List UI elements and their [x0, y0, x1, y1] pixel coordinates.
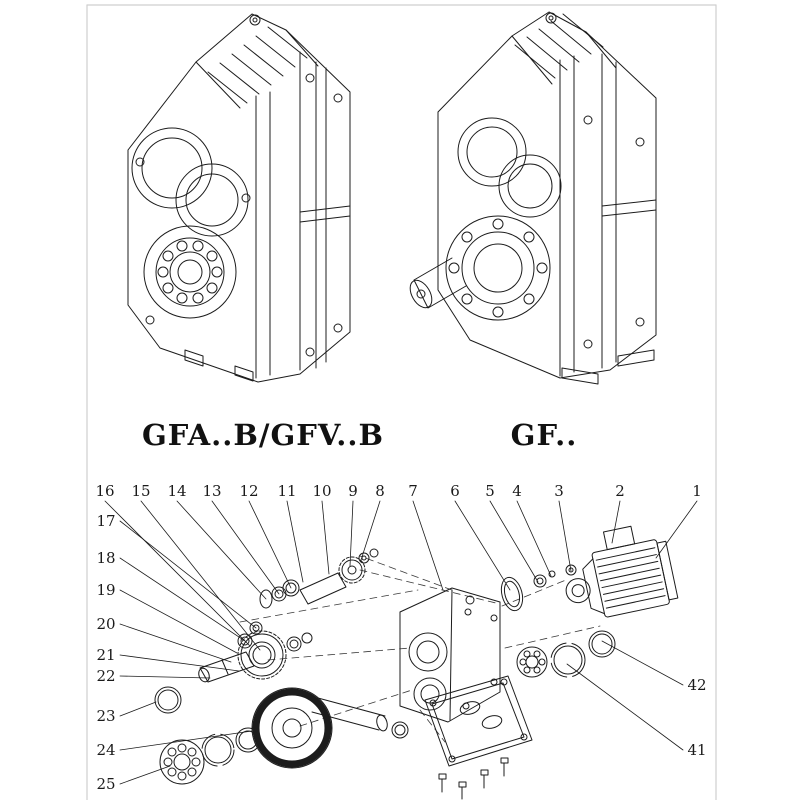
part-number-13: 13 — [202, 482, 222, 500]
bearing-rollers — [157, 240, 223, 304]
model-label-gf: GF.. — [510, 418, 578, 452]
part-number-2: 2 — [615, 482, 625, 500]
part-number-3: 3 — [554, 482, 564, 500]
part-number-5: 5 — [485, 482, 495, 500]
leader-lines — [104, 500, 698, 785]
page-border — [86, 4, 717, 800]
part-number-42: 42 — [687, 676, 707, 694]
part-number-4: 4 — [512, 482, 522, 500]
part-number-23: 23 — [96, 707, 116, 725]
side-bearing-balls — [519, 650, 546, 674]
part-number-41: 41 — [687, 741, 707, 759]
drawing-gfab-gfvb — [127, 13, 351, 383]
motor — [565, 525, 679, 618]
second-shaft-parts — [154, 651, 255, 714]
output-bearing-balls — [163, 743, 201, 781]
part-number-22: 22 — [96, 667, 116, 685]
model-label-gfa-b-gfv-b: GFA..B/GFV..B — [142, 418, 384, 452]
assembly-axis-lines — [239, 555, 601, 743]
output-gear-parts — [159, 687, 409, 785]
gear-housing — [399, 587, 501, 723]
motor-side-parts — [500, 564, 577, 612]
part-number-12: 12 — [239, 482, 259, 500]
part-number-14: 14 — [167, 482, 187, 500]
intermediate-gear-parts — [237, 621, 313, 680]
part-number-19: 19 — [96, 581, 116, 599]
output-rings — [516, 630, 616, 678]
cover-plate — [424, 675, 533, 800]
input-shaft-parts — [259, 548, 379, 609]
part-number-21: 21 — [96, 646, 116, 664]
part-number-17: 17 — [96, 512, 116, 530]
flange-bolt-holes — [448, 218, 548, 318]
part-number-25: 25 — [96, 775, 116, 793]
exploded-view — [104, 500, 698, 800]
part-number-15: 15 — [131, 482, 151, 500]
part-number-18: 18 — [96, 549, 116, 567]
part-number-9: 9 — [348, 482, 358, 500]
part-number-10: 10 — [312, 482, 332, 500]
part-number-24: 24 — [96, 741, 116, 759]
part-number-16: 16 — [95, 482, 115, 500]
part-number-1: 1 — [692, 482, 702, 500]
part-number-20: 20 — [96, 615, 116, 633]
part-number-7: 7 — [408, 482, 418, 500]
part-number-6: 6 — [450, 482, 460, 500]
drawing-gf — [409, 11, 657, 385]
cover-bolts — [438, 757, 509, 800]
part-number-8: 8 — [375, 482, 385, 500]
part-number-11: 11 — [277, 482, 297, 500]
